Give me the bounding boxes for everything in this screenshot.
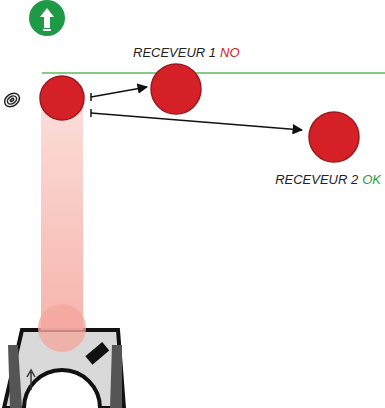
verdict: NO — [220, 45, 240, 61]
verdict: OK — [362, 172, 381, 188]
receiver-2-label: RECEVEUR 2OK — [275, 172, 381, 188]
direction-icon — [29, 0, 65, 36]
player — [40, 76, 84, 120]
receiver-name: RECEVEUR 2 — [275, 172, 358, 188]
ball-icon — [2, 90, 22, 109]
receiver-1-label: RECEVEUR 1NO — [133, 45, 240, 61]
run-band — [41, 97, 83, 330]
line — [42, 72, 385, 74]
receiver-1 — [151, 64, 201, 114]
receiver-2 — [309, 112, 359, 162]
pass-arrows — [91, 87, 302, 130]
start-spot — [38, 304, 86, 352]
receiver-name: RECEVEUR 1 — [133, 45, 216, 61]
